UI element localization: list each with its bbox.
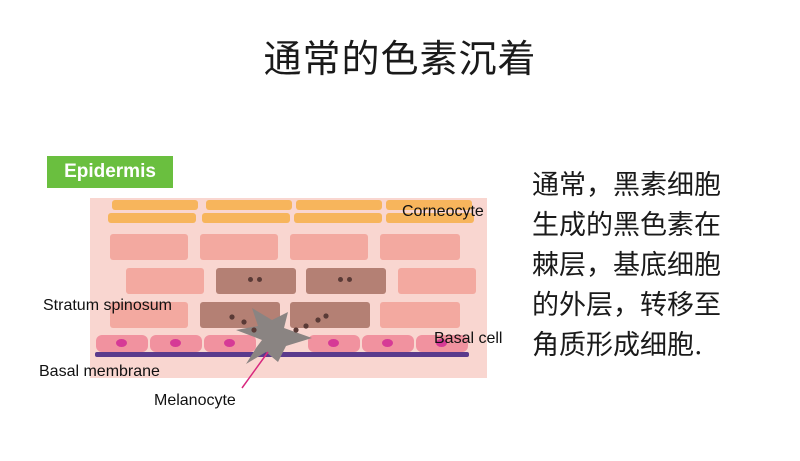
keratinocyte-cell bbox=[200, 234, 278, 260]
basal-cell bbox=[362, 335, 414, 352]
basal-cell-nucleus bbox=[224, 339, 235, 347]
basal-cell-nucleus bbox=[116, 339, 127, 347]
corneocyte-cell bbox=[202, 213, 290, 223]
melanin-keratinocyte bbox=[216, 268, 296, 294]
basal-cell bbox=[150, 335, 202, 352]
melanin-granule bbox=[347, 277, 352, 282]
melanin-keratinocyte bbox=[306, 268, 386, 294]
basal-cell bbox=[308, 335, 360, 352]
basal-cell-nucleus bbox=[436, 339, 447, 347]
epidermis-diagram bbox=[90, 198, 487, 378]
melanin-granule bbox=[251, 327, 257, 333]
melanin-granule bbox=[293, 327, 299, 333]
page-title: 通常的色素沉着 bbox=[263, 37, 537, 81]
keratinocyte-cell bbox=[290, 234, 368, 260]
melanin-granule bbox=[229, 314, 235, 320]
keratinocyte-cell bbox=[110, 234, 188, 260]
basal-membrane-label: Basal membrane bbox=[39, 363, 160, 380]
melanin-granule bbox=[338, 277, 343, 282]
basal-membrane-line bbox=[95, 352, 469, 357]
description-line: 通常，黑素细胞 bbox=[532, 170, 721, 201]
description-line: 角质形成细胞. bbox=[532, 330, 703, 361]
melanin-keratinocyte bbox=[290, 302, 370, 328]
melanocyte-pointer-line bbox=[241, 351, 269, 389]
melanin-granule bbox=[315, 317, 321, 323]
corneocyte-cell bbox=[206, 200, 292, 210]
corneocyte-cell bbox=[386, 213, 474, 223]
basal-cell bbox=[416, 335, 468, 352]
corneocyte-cell bbox=[294, 213, 382, 223]
melanin-granule bbox=[323, 313, 329, 319]
melanocyte-label: Melanocyte bbox=[154, 392, 236, 409]
keratinocyte-cell bbox=[380, 302, 460, 328]
basal-cell-nucleus bbox=[328, 339, 339, 347]
corneocyte-cell bbox=[108, 213, 196, 223]
keratinocyte-cell bbox=[110, 302, 188, 328]
corneocyte-label: Corneocyte bbox=[402, 203, 484, 220]
corneocyte-cell bbox=[386, 200, 472, 210]
basal-cell-nucleus bbox=[382, 339, 393, 347]
epidermis-badge: Epidermis bbox=[47, 156, 173, 188]
description-line: 生成的黑色素在 bbox=[532, 210, 721, 241]
melanocyte-shape bbox=[236, 308, 312, 364]
basal-cell bbox=[96, 335, 148, 352]
keratinocyte-cell bbox=[398, 268, 476, 294]
description-line: 的外层，转移至 bbox=[532, 290, 721, 321]
melanin-granule bbox=[303, 323, 309, 329]
basal-cell-label: Basal cell bbox=[434, 330, 503, 347]
stratum-spinosum-label: Stratum spinosum bbox=[43, 297, 172, 314]
basal-cell bbox=[204, 335, 256, 352]
keratinocyte-cell bbox=[380, 234, 460, 260]
melanin-granule bbox=[241, 319, 247, 325]
melanin-granule bbox=[257, 277, 262, 282]
melanin-granule bbox=[248, 277, 253, 282]
basal-cell-nucleus bbox=[170, 339, 181, 347]
keratinocyte-cell bbox=[126, 268, 204, 294]
description-line: 棘层，基底细胞 bbox=[532, 250, 721, 281]
description-text: 通常，黑素细胞 生成的黑色素在 棘层，基底细胞 的外层，转移至 角质形成细胞. bbox=[532, 166, 772, 366]
corneocyte-cell bbox=[296, 200, 382, 210]
corneocyte-cell bbox=[112, 200, 198, 210]
